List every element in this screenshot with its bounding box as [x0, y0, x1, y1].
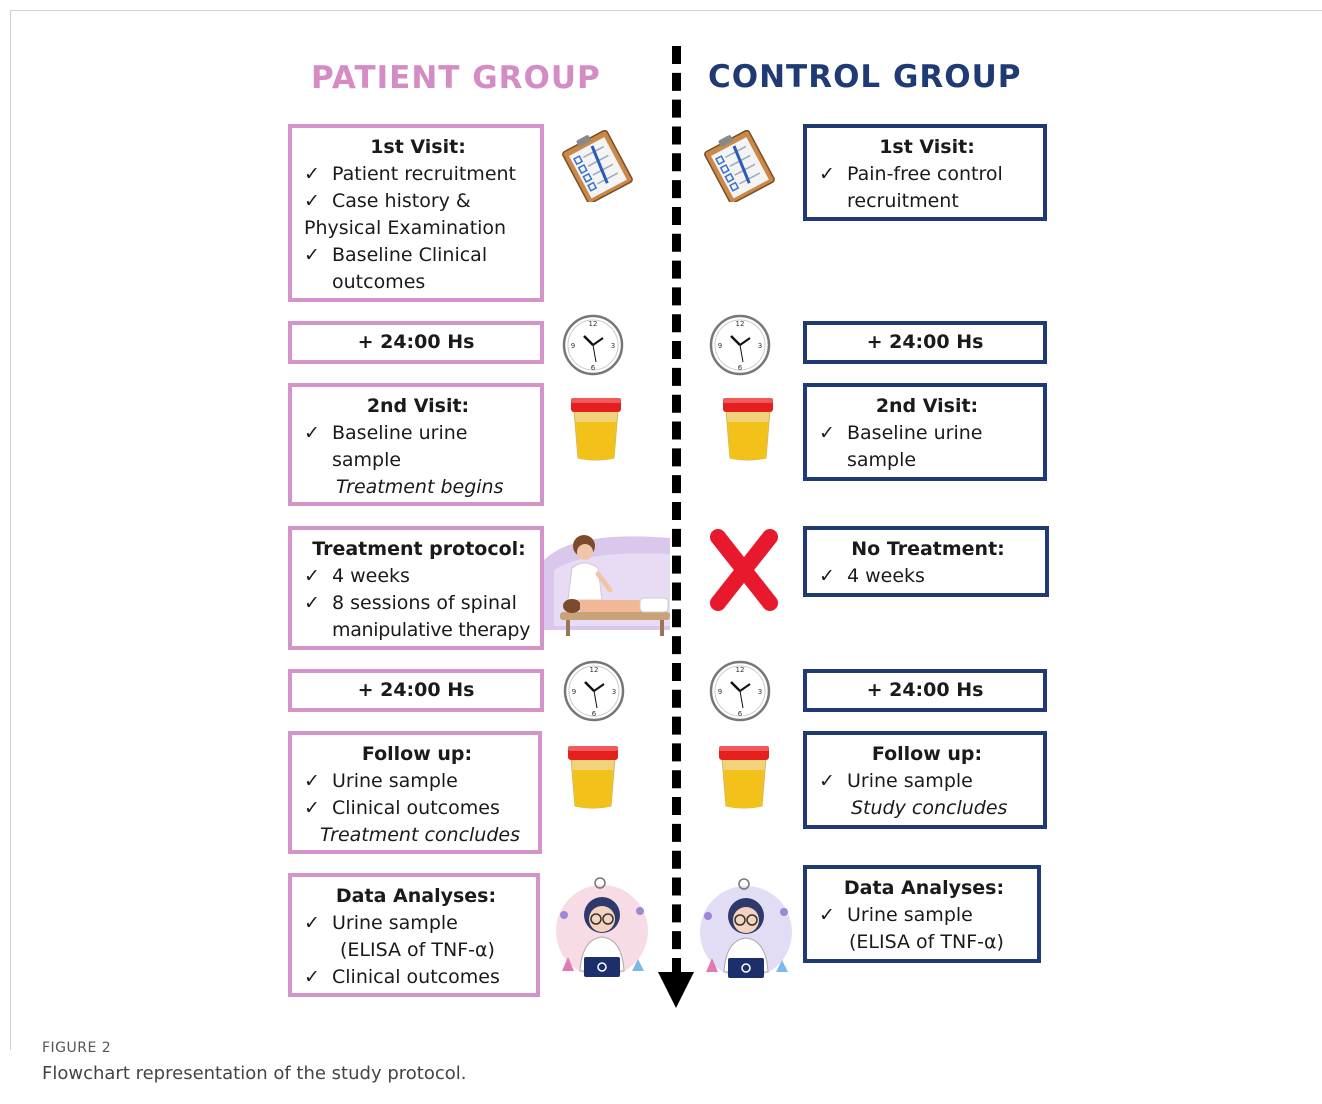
control-visit1-heading: 1st Visit: [879, 136, 975, 158]
control-followup-heading: Follow up: [871, 743, 983, 765]
patient-visit2-heading: 2nd Visit: [366, 395, 470, 417]
therapy-icon [544, 535, 670, 636]
control-group-title: CONTROL GROUP [708, 59, 1022, 95]
urine-cup-icon [723, 398, 773, 461]
patient-treatment-item: 4 weeks [304, 563, 534, 590]
control-treatment-item: 4 weeks [819, 563, 1037, 590]
svg-text:3: 3 [612, 688, 616, 696]
patient-treatment-item: manipulative therapy [332, 619, 531, 641]
patient-analyses-item: Clinical outcomes [304, 964, 528, 991]
control-analyses-item: Urine sample [819, 902, 1029, 929]
control-visit1-box: 1st Visit: Pain-free control recruitment [803, 124, 1047, 221]
urine-cup-icon [571, 398, 621, 461]
patient-wait1-box: + 24:00 Hs [288, 321, 544, 364]
svg-text:3: 3 [611, 342, 615, 350]
patient-visit1-item: Patient recruitment [304, 161, 532, 188]
patient-treatment-heading: Treatment protocol: [312, 538, 526, 560]
control-wait1-box: + 24:00 Hs [803, 321, 1047, 364]
svg-text:6: 6 [738, 710, 743, 718]
svg-text:12: 12 [736, 666, 745, 674]
control-analyses-heading: Data Analyses: [843, 877, 1005, 899]
control-wait1-label: + 24:00 Hs [866, 331, 984, 353]
figure-frame [10, 10, 1322, 1050]
patient-treatment-item: 8 sessions of spinal [304, 590, 534, 617]
patient-analyses-item: (ELISA of TNF-α) [340, 939, 495, 961]
clock-icon: 12 3 6 9 [709, 314, 771, 376]
control-visit1-item: recruitment [847, 190, 959, 212]
urine-cup-icon [719, 746, 769, 809]
patient-followup-heading: Follow up: [361, 743, 473, 765]
clock-icon: 12 3 6 9 [563, 660, 625, 722]
patient-visit1-box: 1st Visit: Patient recruitment Case hist… [288, 124, 544, 302]
svg-text:12: 12 [589, 320, 598, 328]
cross-icon [710, 529, 778, 611]
patient-wait2-label: + 24:00 Hs [357, 679, 475, 701]
patient-followup-box: Follow up: Urine sample Clinical outcome… [288, 731, 542, 854]
timeline-arrowhead [658, 972, 694, 1008]
patient-visit1-heading: 1st Visit: [370, 136, 466, 158]
clipboard-icon [704, 130, 775, 202]
control-treatment-box: No Treatment: 4 weeks [803, 526, 1049, 597]
control-visit1-item: Pain-free control [819, 161, 1035, 188]
timeline-dashed-line [672, 46, 681, 976]
control-treatment-heading: No Treatment: [851, 538, 1005, 560]
control-wait2-box: + 24:00 Hs [803, 669, 1047, 712]
figure-label: FIGURE 2 [42, 1040, 112, 1056]
control-analyses-box: Data Analyses: Urine sample (ELISA of TN… [803, 865, 1041, 963]
control-visit2-item: Baseline urine [819, 420, 1035, 447]
patient-analyses-heading: Data Analyses: [335, 885, 497, 907]
patient-visit2-item: sample [332, 449, 402, 471]
svg-text:6: 6 [738, 364, 743, 372]
figure-caption: Flowchart representation of the study pr… [42, 1063, 467, 1084]
patient-wait1-label: + 24:00 Hs [357, 331, 475, 353]
scientist-icon [556, 877, 648, 977]
svg-text:9: 9 [571, 342, 575, 350]
patient-followup-item: Urine sample [304, 768, 530, 795]
clipboard-icon [562, 130, 633, 202]
patient-visit2-box: 2nd Visit: Baseline urine sample Treatme… [288, 383, 544, 506]
control-visit2-box: 2nd Visit: Baseline urine sample [803, 383, 1047, 481]
clock-icon: 12 3 6 9 [562, 314, 624, 376]
urine-cup-icon [568, 746, 618, 809]
clock-icon: 12 3 6 9 [709, 660, 771, 722]
svg-text:12: 12 [590, 666, 599, 674]
control-analyses-item: (ELISA of TNF-α) [849, 931, 1004, 953]
svg-text:3: 3 [758, 342, 762, 350]
patient-treatment-box: Treatment protocol: 4 weeks 8 sessions o… [288, 526, 544, 650]
control-visit2-item: sample [847, 449, 917, 471]
patient-visit2-item: Baseline urine [304, 420, 532, 447]
control-followup-item: Urine sample [819, 768, 1035, 795]
svg-text:9: 9 [572, 688, 576, 696]
patient-followup-item: Treatment concludes [320, 824, 520, 846]
svg-text:9: 9 [718, 342, 722, 350]
control-followup-box: Follow up: Urine sample Study concludes [803, 731, 1047, 829]
svg-text:6: 6 [592, 710, 597, 718]
control-visit2-heading: 2nd Visit: [875, 395, 979, 417]
svg-text:3: 3 [758, 688, 762, 696]
svg-text:9: 9 [718, 688, 722, 696]
patient-analyses-box: Data Analyses: Urine sample (ELISA of TN… [288, 873, 540, 997]
svg-text:6: 6 [591, 364, 596, 372]
patient-visit1-item: Case history & [304, 188, 532, 215]
scientist-icon [700, 878, 792, 978]
patient-visit1-item: Physical Examination [304, 217, 507, 239]
patient-analyses-item: Urine sample [304, 910, 528, 937]
control-wait2-label: + 24:00 Hs [866, 679, 984, 701]
control-followup-item: Study concludes [851, 797, 1008, 819]
patient-visit1-item: outcomes [332, 271, 426, 293]
patient-visit1-item: Baseline Clinical [304, 242, 532, 269]
svg-text:12: 12 [736, 320, 745, 328]
patient-wait2-box: + 24:00 Hs [288, 669, 544, 712]
patient-group-title: PATIENT GROUP [311, 60, 601, 96]
patient-visit2-item: Treatment begins [336, 476, 504, 498]
patient-followup-item: Clinical outcomes [304, 795, 530, 822]
